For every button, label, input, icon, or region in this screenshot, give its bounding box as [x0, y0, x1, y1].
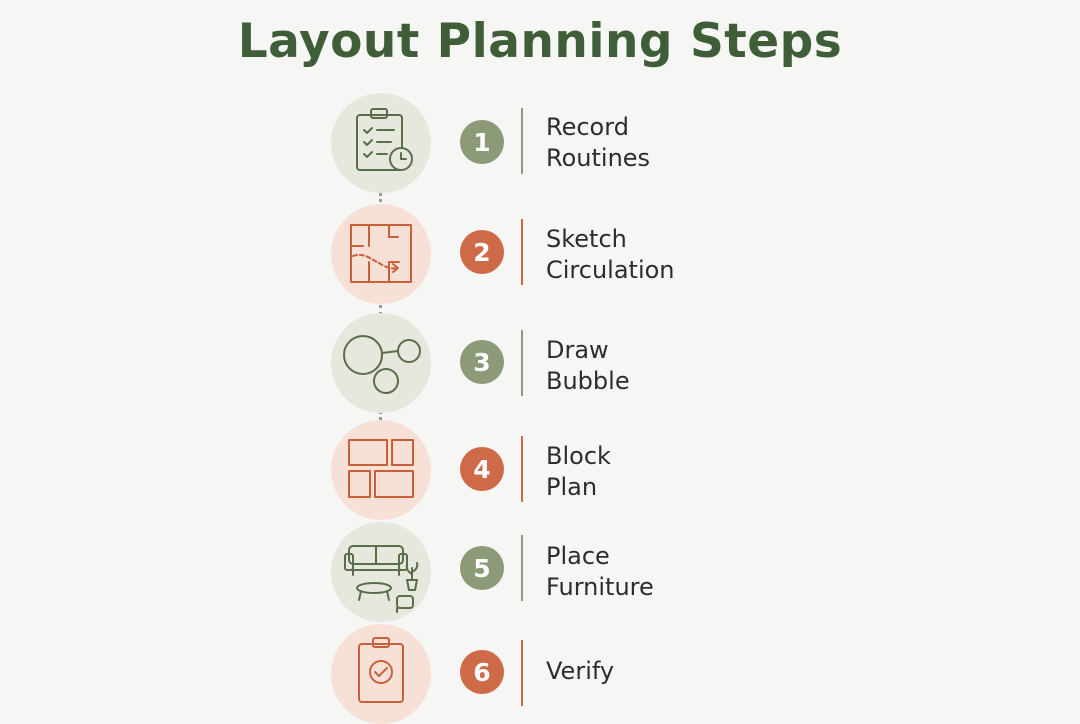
- step-number-badge: 5: [460, 546, 504, 590]
- bubble-diagram-icon: [331, 313, 431, 413]
- step-divider: [521, 436, 523, 502]
- step-divider: [521, 330, 523, 396]
- step-label: Draw Bubble: [546, 336, 630, 395]
- step-number-badge: 1: [460, 120, 504, 164]
- clipboard-check-icon: [331, 624, 431, 724]
- step-label: Sketch Circulation: [546, 225, 675, 284]
- step-label: Record Routines: [546, 113, 651, 172]
- step-number-badge: 2: [460, 230, 504, 274]
- step-label: Block Plan: [546, 442, 611, 501]
- step-divider: [521, 219, 523, 285]
- floor-plan-path-icon: [331, 204, 431, 304]
- step-label: Verify: [546, 657, 615, 685]
- step-number-badge: 4: [460, 447, 504, 491]
- connector-line: [379, 298, 382, 316]
- step-divider: [521, 108, 523, 174]
- step-divider: [521, 535, 523, 601]
- step-divider: [521, 640, 523, 706]
- block-plan-icon: [331, 420, 431, 520]
- connector-line: [379, 186, 382, 210]
- step-number-badge: 3: [460, 340, 504, 384]
- connector-line: [379, 406, 382, 426]
- clipboard-checklist-clock-icon: [331, 93, 431, 193]
- step-number-badge: 6: [460, 650, 504, 694]
- page-title: Layout Planning Steps: [237, 14, 843, 69]
- step-label: Place Furniture: [546, 542, 654, 601]
- furniture-icon: [331, 522, 431, 622]
